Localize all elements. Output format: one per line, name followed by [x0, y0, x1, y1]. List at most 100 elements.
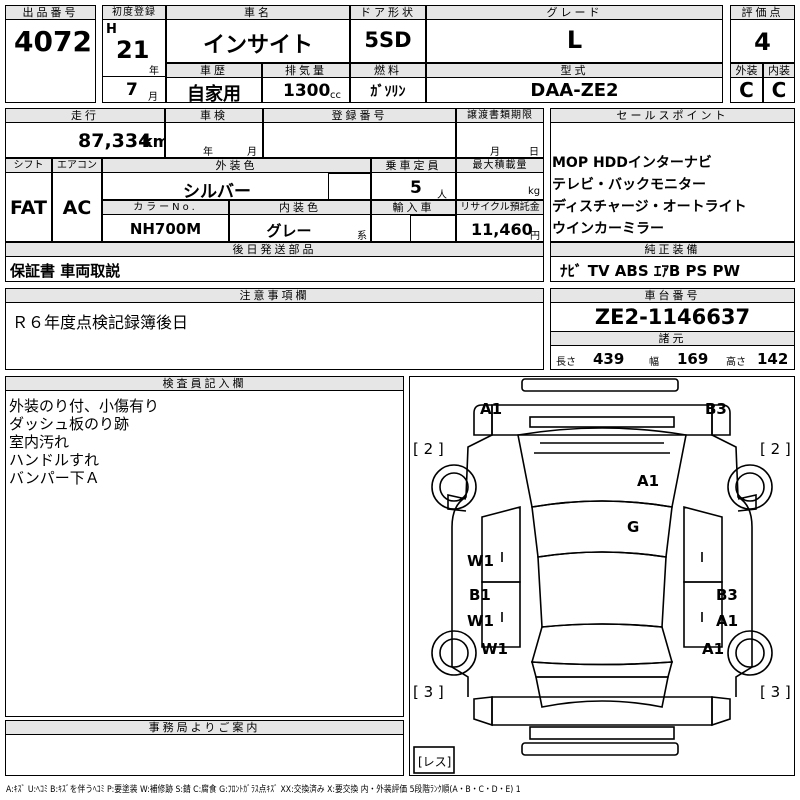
era: H [106, 22, 117, 37]
mark-left-front-door: W1 [467, 552, 494, 570]
month-unit: 月 [148, 92, 158, 103]
transfer-month-unit: 月 [490, 147, 500, 158]
fuel-label: 燃料 [350, 63, 426, 78]
sales-points-label: セールスポイント [550, 108, 795, 123]
int-color-value: グレー [266, 222, 312, 240]
grade-label: グレード [426, 5, 723, 20]
import-label: 輸入車 [371, 200, 456, 215]
ac-value: AC [62, 197, 92, 219]
exterior-label: 外装 [730, 63, 763, 78]
door-type: 5SD [364, 28, 412, 52]
sales-point-line: MOP HDDインターナビ [552, 155, 712, 171]
capacity-value: 5 [410, 178, 422, 198]
ext-color-value: シルバー [183, 182, 251, 202]
ext-color-sub [328, 173, 371, 200]
recycle-label: リサイクル預託金 [456, 200, 544, 215]
exterior-value: C [739, 78, 754, 102]
equipment-value: ﾅﾋﾞ TV ABS ｴｱB PS PW [560, 262, 741, 280]
type-value: DAA-ZE2 [530, 80, 619, 101]
tire-front-right: [ 2 ] [760, 440, 791, 458]
fuel-value: ｶﾞｿﾘﾝ [370, 84, 406, 100]
office-label: 事務局よりご案内 [5, 720, 404, 735]
capacity-label: 乗車定員 [371, 158, 456, 173]
year-unit: 年 [149, 66, 159, 77]
int-color-suffix: 系 [357, 231, 367, 242]
load-label: 最大積載量 [456, 158, 544, 173]
inspector-box [5, 376, 404, 717]
mark-right-rear-door-1: B3 [716, 586, 738, 604]
score-label: 評価点 [730, 5, 795, 20]
mileage-unit: km [142, 132, 170, 151]
int-color-label: 内装色 [229, 200, 371, 215]
mark-roof: G [627, 518, 640, 536]
damage-legend: A:ｷｽﾞ U:ﾍｺﾐ B:ｷｽﾞを伴うﾍｺﾐ P:要塗装 W:補修跡 S:錆 … [6, 785, 521, 795]
model-label: 車名 [166, 5, 350, 20]
height-label: 高さ [726, 357, 746, 368]
inspector-label: 検査員記入欄 [5, 376, 404, 391]
mark-left-rear-door-2: W1 [467, 612, 494, 630]
inspector-line: ダッシュ板のり跡 [9, 415, 130, 433]
inspection-label: 車検 [165, 108, 263, 123]
chassis-label: 車台番号 [550, 288, 795, 303]
shift-label: シフト [5, 158, 52, 173]
sales-points-box [550, 108, 795, 242]
door-label: ドア形状 [350, 5, 426, 20]
transfer-day-unit: 日 [529, 147, 539, 158]
lot-number: 4072 [14, 25, 92, 58]
insp-month-unit: 月 [247, 147, 257, 158]
interior-value: C [771, 78, 787, 102]
mileage-value: 87,334 [78, 130, 152, 152]
sales-point-line: ウインカーミラー [552, 221, 664, 237]
dimensions-label: 諸元 [550, 331, 795, 346]
reg-month: 7 [126, 80, 138, 100]
grade-value: L [566, 26, 583, 54]
month-cell [102, 76, 166, 103]
lot-label: 出品番号 [5, 5, 96, 20]
history-value: 自家用 [187, 84, 241, 105]
lot-box [5, 5, 96, 103]
equipment-label: 純正装備 [550, 242, 795, 257]
insp-year-unit: 年 [203, 147, 213, 158]
plate-label: 登録番号 [263, 108, 456, 123]
displacement-unit: cc [330, 90, 341, 101]
width-label: 幅 [649, 357, 659, 368]
inspector-line: ハンドルすれ [9, 451, 100, 469]
car-outline [413, 378, 773, 774]
mark-right-rear-door-2: A1 [716, 612, 739, 630]
spare-tire: [レス] [418, 755, 452, 769]
import-sub [410, 215, 456, 242]
width-value: 169 [677, 350, 709, 368]
score-value: 4 [754, 28, 771, 56]
model-name: インサイト [202, 33, 313, 58]
notes-text: Ｒ６年度点検記録簿後日 [12, 313, 189, 332]
damage-diagram: [ 2 ] [ 2 ] [ 3 ] [ 3 ] [レス] A1 B3 A1 G … [409, 376, 795, 776]
displacement-value: 1300 [283, 81, 331, 101]
inspector-line: 室内汚れ [9, 433, 70, 451]
mileage-label: 走行 [5, 108, 165, 123]
height-value: 142 [757, 350, 789, 368]
tire-rear-right: [ 3 ] [760, 683, 791, 701]
length-label: 長さ [556, 357, 576, 368]
mark-left-rear-fender: W1 [481, 640, 508, 658]
sales-point-line: ディスチャージ・オートライト [552, 199, 747, 215]
mark-right-rear-fender: A1 [702, 640, 725, 658]
later-parts-label: 後日発送部品 [5, 242, 544, 257]
ext-color-label: 外装色 [102, 158, 371, 173]
load-unit: kg [528, 186, 541, 197]
reg-year: 21 [116, 36, 150, 64]
mark-left-rear-door-1: B1 [469, 586, 491, 604]
length-value: 439 [593, 350, 625, 368]
first-reg-label: 初度登録 [102, 5, 166, 20]
type-label: 型式 [426, 63, 723, 78]
tire-front-left: [ 2 ] [413, 440, 444, 458]
mark-hood: A1 [637, 472, 660, 490]
sales-point-line: テレビ・バックモニター [552, 177, 706, 193]
mark-front-left: A1 [480, 400, 503, 418]
history-label: 車歴 [166, 63, 262, 78]
ac-label: エアコン [52, 158, 102, 173]
shift-value: FAT [10, 197, 47, 219]
later-parts-value: 保証書 車両取説 [10, 262, 121, 280]
chassis-number: ZE2-1146637 [594, 305, 751, 329]
inspector-line: バンパー下Ａ [9, 469, 100, 487]
tire-rear-left: [ 3 ] [413, 683, 444, 701]
